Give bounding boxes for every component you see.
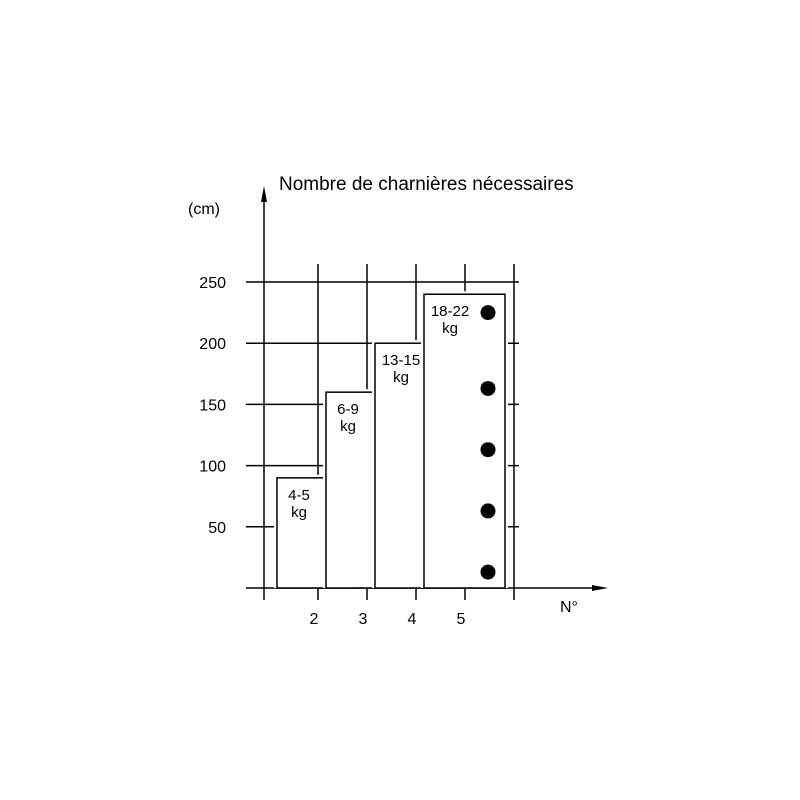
x-tick-label: 4 <box>408 611 417 628</box>
y-tick-label: 250 <box>199 275 226 292</box>
panel-weight-label: 4-5 <box>288 487 310 504</box>
x-tick-label: 2 <box>310 611 319 628</box>
panel-weight-label: 6-9 <box>337 401 359 418</box>
y-axis-arrow-icon <box>261 186 267 202</box>
panel-rect <box>423 293 506 589</box>
panel-unit-label: kg <box>340 418 356 435</box>
hinge-dot <box>480 442 496 458</box>
panel-unit-label: kg <box>291 504 307 521</box>
panel-weight-label: 13-15 <box>382 352 420 369</box>
x-axis-arrow-icon <box>592 585 608 591</box>
hinge-dot <box>480 503 496 519</box>
hinge-dot <box>480 305 496 321</box>
y-tick-label: 200 <box>199 336 226 353</box>
panel-weight-label: 18-22 <box>431 303 469 320</box>
tick-labels: 50 100 150 200 250 2 3 4 5 <box>199 275 465 628</box>
y-tick-label: 50 <box>208 520 226 537</box>
chart-title: Nombre de charnières nécessaires <box>279 174 574 195</box>
y-axis-label: (cm) <box>188 201 220 218</box>
panel-unit-label: kg <box>442 320 458 337</box>
panel-unit-label: kg <box>393 369 409 386</box>
x-tick-label: 3 <box>359 611 368 628</box>
x-axis-label: N° <box>560 599 578 616</box>
y-tick-label: 150 <box>199 397 226 414</box>
y-tick-label: 100 <box>199 459 226 476</box>
hinge-dot <box>480 380 496 396</box>
hinge-dot <box>480 564 496 580</box>
x-tick-label: 5 <box>457 611 466 628</box>
